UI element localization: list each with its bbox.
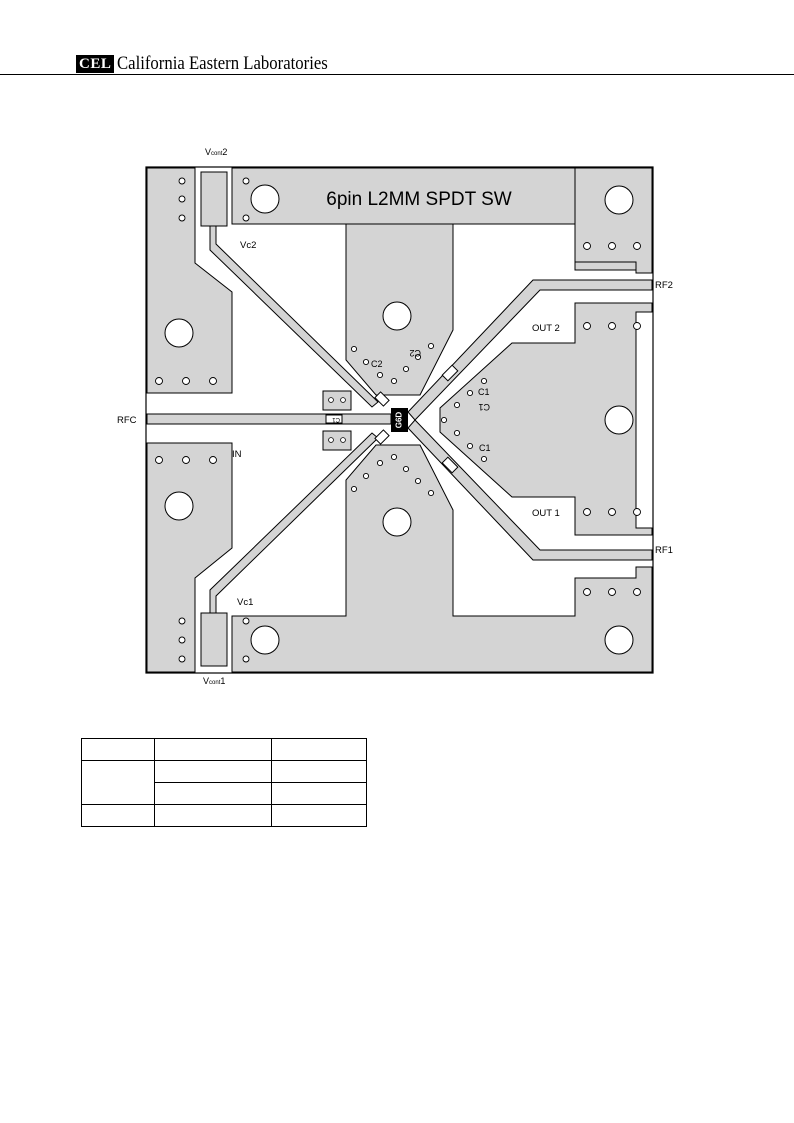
vcont1-pad	[200, 612, 228, 667]
table-row	[81, 738, 367, 761]
parts-table	[81, 738, 367, 827]
ground-right	[439, 302, 653, 536]
table-cell	[154, 782, 272, 805]
board-title: 6pin L2MM SPDT SW	[326, 189, 512, 210]
rf2-label: RF2	[655, 280, 673, 291]
table-cell	[154, 804, 272, 827]
table-row	[81, 804, 367, 827]
table-cell	[154, 738, 272, 761]
c1-lower-label: C1	[479, 443, 491, 453]
table-cell	[271, 738, 367, 761]
vc2-label: Vc2	[240, 240, 256, 251]
c1-upper-mirror-label: C1	[478, 402, 490, 412]
in-label: IN	[232, 449, 242, 460]
page-header: CEL California Eastern Laboratories	[76, 52, 357, 76]
c2-mirror-label: C2	[409, 348, 421, 358]
ic-chip	[391, 408, 408, 432]
pad-block-lower	[322, 430, 352, 451]
vcont2-label: Vcont2	[205, 147, 227, 157]
capacitors	[325, 364, 459, 474]
vc2-trace	[209, 225, 379, 408]
table-cell	[271, 760, 367, 783]
rf1-trace	[407, 419, 653, 561]
c1-trace-label: C1	[332, 416, 340, 422]
c1-upper-label: C1	[478, 387, 490, 397]
table-cell	[154, 760, 272, 783]
mounting-holes	[164, 184, 634, 655]
c2-label: C2	[371, 359, 383, 369]
out2-label: OUT 2	[532, 323, 560, 334]
chip-marking: G6D	[395, 412, 404, 429]
rfc-trace	[146, 413, 392, 425]
out1-label: OUT 1	[532, 508, 560, 519]
vc1-label: Vc1	[237, 597, 253, 608]
rf1-label: RF1	[655, 545, 673, 556]
table-cell	[81, 760, 155, 805]
vcont2-pad	[200, 171, 228, 227]
vcont1-label: Vcont1	[203, 676, 225, 686]
rfc-label: RFC	[117, 415, 137, 426]
cel-logo: CEL	[76, 55, 115, 73]
vias	[155, 177, 641, 663]
ground-bottom	[231, 444, 653, 673]
table-cell	[81, 804, 155, 827]
company-name: California Eastern Laboratories	[117, 53, 329, 74]
header-divider	[0, 74, 794, 75]
table-cell	[271, 804, 367, 827]
pad-block-upper	[322, 390, 352, 411]
table-row	[81, 760, 367, 805]
ground-top-right	[574, 167, 653, 274]
table-cell	[271, 782, 367, 805]
table-cell	[81, 738, 155, 761]
